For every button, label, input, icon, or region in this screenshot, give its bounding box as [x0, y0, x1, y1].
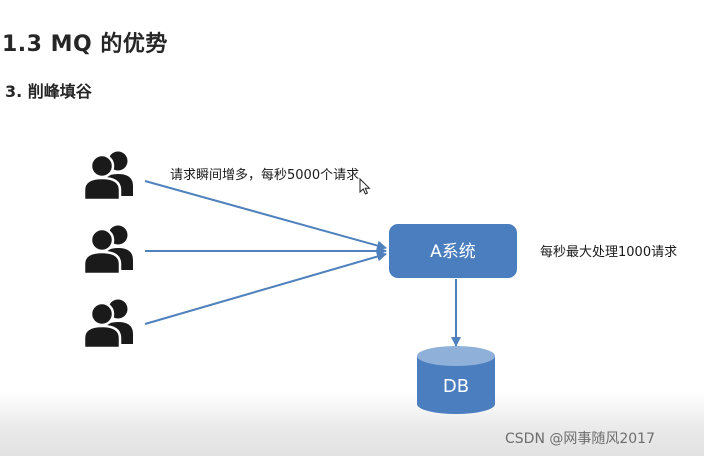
user-group-icon	[82, 150, 135, 202]
system-a-box	[389, 224, 517, 278]
database-icon	[417, 346, 495, 414]
user-group-icon	[82, 298, 135, 350]
system-a-label: A系统	[430, 242, 476, 262]
bottom-shade	[0, 392, 704, 456]
user-group-icon	[82, 224, 135, 276]
watermark: CSDN @网事随风2017	[505, 431, 655, 447]
page-title: 1.3 MQ 的优势	[2, 32, 168, 57]
request-arrow-bottom	[144, 251, 387, 325]
cursor-icon	[359, 177, 371, 195]
request-rate-label: 请求瞬间增多，每秒5000个请求	[170, 168, 360, 183]
section-subtitle: 3. 削峰填谷	[5, 82, 92, 101]
db-label: DB	[443, 376, 469, 397]
capacity-label: 每秒最大处理1000请求	[540, 245, 678, 260]
request-arrow-top	[144, 180, 387, 251]
